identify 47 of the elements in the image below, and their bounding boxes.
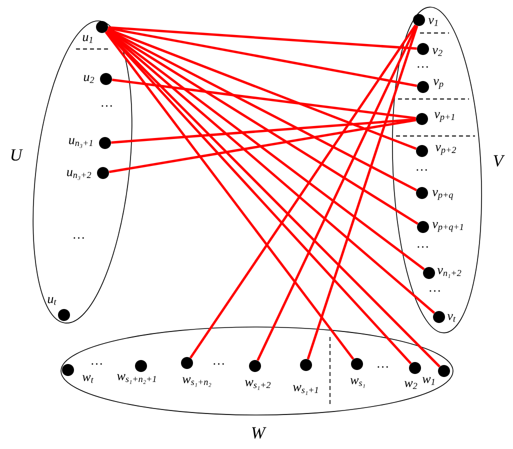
ellipsis: … bbox=[418, 246, 428, 248]
ellipsis: … bbox=[74, 237, 84, 239]
vertex-label: w$_{s₁+n₂}$ bbox=[182, 377, 212, 387]
edge-line bbox=[111, 118, 416, 144]
vertex-label: v$_{p+1}$ bbox=[434, 112, 454, 122]
vertex-label: v$_{t}$ bbox=[447, 314, 456, 322]
ellipsis: … bbox=[416, 169, 427, 171]
edge-line bbox=[106, 28, 418, 192]
ellipsis: … bbox=[214, 363, 224, 365]
vertex-label: u$_{t}$ bbox=[48, 297, 56, 305]
ellipsis: … bbox=[92, 363, 102, 365]
vertex-label: w$_{s₁+2}$ bbox=[245, 380, 271, 390]
edge-line bbox=[104, 31, 354, 360]
vertex-label: w$_{t}$ bbox=[82, 375, 94, 383]
vertex-label: w$_{s₁}$ bbox=[350, 378, 365, 388]
vertex-label: v$_{p}$ bbox=[433, 79, 444, 89]
edge-line bbox=[106, 30, 436, 314]
edge-line bbox=[106, 29, 418, 225]
edge-line bbox=[108, 26, 417, 50]
vertex-label: v$_{p+2}$ bbox=[435, 145, 456, 155]
vertex-label: w$_{2}$ bbox=[404, 381, 418, 389]
vertex-label: v$_{p+q}$ bbox=[432, 190, 453, 200]
edge-line bbox=[189, 24, 417, 359]
vertex-label: v$_{2}$ bbox=[432, 48, 442, 56]
vertex-label: w$_{s₁+1}$ bbox=[293, 385, 318, 395]
vertex-label: u$_{1}$ bbox=[82, 35, 92, 43]
vertex-label: w$_{1}$ bbox=[422, 377, 434, 385]
ellipsis: … bbox=[418, 66, 428, 68]
vertex-label: v$_{n₁+2}$ bbox=[437, 268, 462, 278]
set-label: W bbox=[252, 427, 266, 439]
vertex-label: v$_{p+q+1}$ bbox=[432, 222, 463, 232]
ellipsis: … bbox=[378, 366, 388, 368]
edge-line bbox=[306, 26, 418, 360]
vertex-label: v$_{1}$ bbox=[428, 18, 438, 26]
vertex-label: u$_{2}$ bbox=[84, 75, 94, 83]
ellipsis: … bbox=[430, 290, 440, 292]
set-label: V bbox=[494, 155, 505, 167]
vertex-label: w$_{s₁+n₂+1}$ bbox=[117, 374, 156, 384]
vertex-label: u$_{n₃+1}$ bbox=[69, 138, 92, 148]
edge-line bbox=[107, 28, 417, 150]
edge-line bbox=[108, 118, 416, 174]
vertex-label: u$_{n₃+2}$ bbox=[67, 170, 92, 180]
ellipsis: … bbox=[102, 105, 112, 107]
edge-line bbox=[108, 26, 418, 88]
edge-line bbox=[106, 30, 425, 270]
edge-line bbox=[256, 25, 418, 361]
set-label: U bbox=[11, 149, 24, 161]
